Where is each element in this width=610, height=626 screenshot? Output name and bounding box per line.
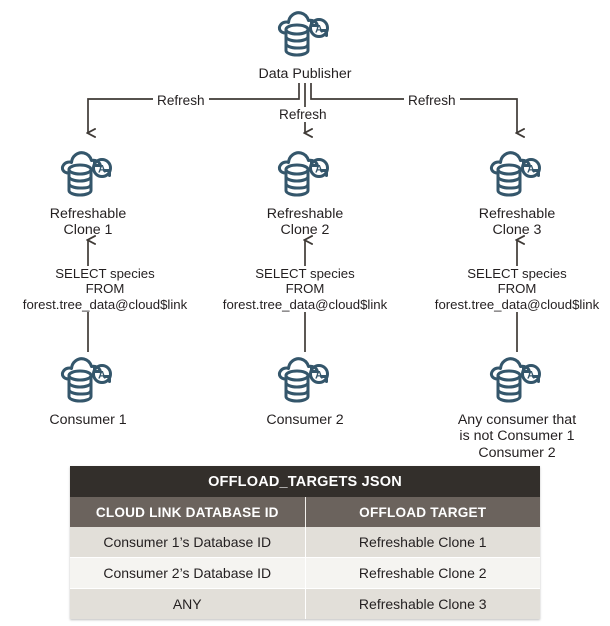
svg-text:A: A <box>98 164 106 176</box>
edge-label-query-1: SELECT species FROM forest.tree_data@clo… <box>0 266 210 313</box>
cell-offload-target: Refreshable Clone 3 <box>305 588 540 619</box>
node-label: Refreshable Clone 3 <box>478 206 556 239</box>
cloud-database-autorefresh-icon: A <box>422 146 610 204</box>
svg-text:A: A <box>315 24 323 36</box>
node-refreshable-clone-1: A Refreshable Clone 1 <box>0 146 183 239</box>
svg-text:A: A <box>527 164 535 176</box>
cloud-database-autorefresh-icon: A <box>210 352 400 410</box>
cloud-database-autorefresh-icon: A <box>422 352 610 410</box>
table-row: ANY Refreshable Clone 3 <box>70 588 540 619</box>
edge-label-refresh-right: Refresh <box>404 93 460 108</box>
table-row: Consumer 1’s Database ID Refreshable Clo… <box>70 527 540 558</box>
node-data-publisher: A Data Publisher <box>210 6 400 82</box>
node-label: Any consumer that is not Consumer 1 Cons… <box>457 412 577 461</box>
cell-database-id: Consumer 1’s Database ID <box>70 527 306 558</box>
node-label: Refreshable Clone 2 <box>266 206 344 239</box>
svg-text:A: A <box>527 370 535 382</box>
column-header-offload-target: OFFLOAD TARGET <box>305 497 540 527</box>
svg-text:A: A <box>315 164 323 176</box>
cloud-database-autorefresh-icon: A <box>0 352 183 410</box>
node-consumer-2: A Consumer 2 <box>210 352 400 428</box>
edge-label-refresh-left: Refresh <box>153 93 209 108</box>
edge-label-query-2: SELECT species FROM forest.tree_data@clo… <box>200 266 410 313</box>
edge-label-query-3: SELECT species FROM forest.tree_data@clo… <box>412 266 610 313</box>
node-refreshable-clone-3: A Refreshable Clone 3 <box>422 146 610 239</box>
table-title-row: OFFLOAD_TARGETS JSON <box>70 466 540 497</box>
node-consumer-any: A Any consumer that is not Consumer 1 Co… <box>422 352 610 461</box>
svg-text:A: A <box>98 370 106 382</box>
cloud-database-autorefresh-icon: A <box>210 6 400 64</box>
table-row: Consumer 2’s Database ID Refreshable Clo… <box>70 557 540 589</box>
table-title: OFFLOAD_TARGETS JSON <box>70 466 540 497</box>
node-label: Data Publisher <box>258 66 352 82</box>
svg-text:A: A <box>315 370 323 382</box>
cloud-database-autorefresh-icon: A <box>210 146 400 204</box>
cell-offload-target: Refreshable Clone 2 <box>305 557 540 589</box>
node-label: Consumer 1 <box>49 412 127 428</box>
edge-label-refresh-middle: Refresh <box>275 107 331 122</box>
column-header-cloud-link-database-id: CLOUD LINK DATABASE ID <box>70 497 306 527</box>
cloud-database-autorefresh-icon: A <box>0 146 183 204</box>
cell-database-id: ANY <box>70 588 306 619</box>
offload-targets-table: OFFLOAD_TARGETS JSON CLOUD LINK DATABASE… <box>70 466 540 619</box>
node-refreshable-clone-2: A Refreshable Clone 2 <box>210 146 400 239</box>
table-header-row: CLOUD LINK DATABASE ID OFFLOAD TARGET <box>70 497 540 527</box>
cell-offload-target: Refreshable Clone 1 <box>305 527 540 558</box>
cell-database-id: Consumer 2’s Database ID <box>70 557 306 589</box>
node-label: Refreshable Clone 1 <box>49 206 127 239</box>
node-consumer-1: A Consumer 1 <box>0 352 183 428</box>
node-label: Consumer 2 <box>266 412 344 428</box>
architecture-diagram: A Data Publisher A Refreshable C <box>0 6 610 461</box>
